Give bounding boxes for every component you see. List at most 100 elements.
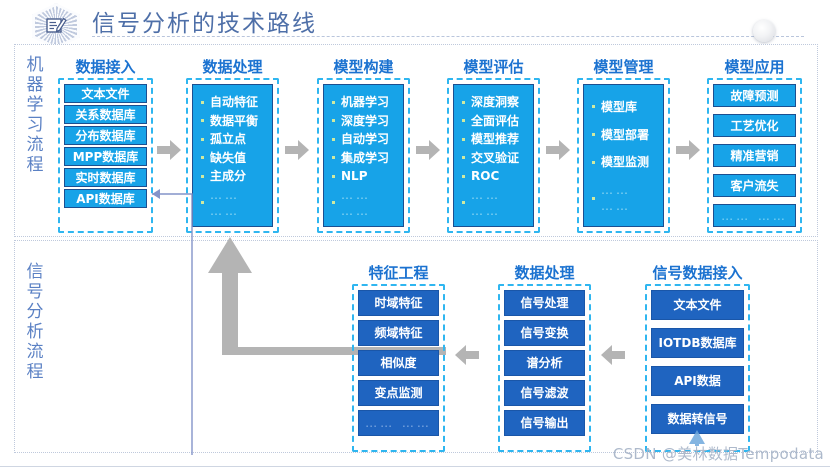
bullet-dot-icon	[592, 196, 595, 200]
bullet-dot-icon	[332, 201, 335, 205]
bullet-dot-icon	[462, 156, 465, 160]
bullet-dot-icon	[592, 133, 595, 137]
item-bullet[interactable]: 机器学习	[332, 94, 401, 110]
item-block[interactable]: 模型库 模型部署 模型监测 …… ……	[583, 84, 664, 227]
label-ml-ch-3: 习	[26, 115, 44, 135]
item-chip[interactable]: 数据转信号	[651, 404, 744, 434]
item-bullet[interactable]: 深度学习	[332, 113, 401, 129]
bullet-dot-icon	[462, 137, 465, 141]
item-bullet[interactable]: 模型部署	[592, 127, 661, 143]
item-chip[interactable]: …… ……	[713, 204, 796, 227]
item-chip[interactable]: API数据	[651, 366, 744, 396]
ml-flow-side-label: 机器学习流程	[20, 55, 50, 175]
item-bullet[interactable]: 模型监测	[592, 154, 661, 170]
label-sig-ch-1: 号	[26, 282, 44, 302]
item-chip[interactable]: 相似度	[358, 350, 439, 376]
item-bullet[interactable]: NLP	[332, 168, 401, 184]
bullet-dot-icon	[592, 105, 595, 109]
bullet-dot-icon	[201, 137, 204, 141]
item-bullet[interactable]: 数据平衡	[201, 113, 270, 129]
item-label: 模型库	[601, 99, 638, 114]
hexagon-badge	[32, 3, 80, 49]
item-chip[interactable]: 精准营销	[713, 144, 796, 167]
item-bullet[interactable]: 深度洞察	[462, 94, 531, 110]
item-block[interactable]: 自动特征 数据平衡 孤立点 缺失值 主成分 …… ……	[192, 84, 273, 227]
page-title: 信号分析的技术路线	[92, 11, 317, 37]
column-title: 特征工程	[368, 264, 429, 282]
item-chip[interactable]: 频域特征	[358, 320, 439, 346]
title-divider	[92, 36, 804, 37]
signal-input-arrow-up-icon	[688, 430, 706, 451]
bullet-dot-icon	[332, 119, 335, 123]
column-box: 模型库 模型部署 模型监测 …… ……	[577, 78, 670, 233]
item-bullet[interactable]: 模型库	[592, 99, 661, 115]
item-chip[interactable]: IOTDB数据库	[651, 328, 744, 358]
item-bullet[interactable]: 孤立点	[201, 131, 270, 147]
item-chip[interactable]: 客户流失	[713, 174, 796, 197]
watermark: CSDN @美林数据Tempodata	[612, 445, 824, 463]
item-chip[interactable]: 工艺优化	[713, 114, 796, 137]
item-label: …… ……	[471, 187, 501, 218]
column-box: 时域特征 频域特征 相似度 变点监测 …… ……	[352, 284, 445, 452]
item-chip[interactable]: 故障预测	[713, 84, 796, 107]
item-chip[interactable]: 时域特征	[358, 290, 439, 316]
item-label: …… ……	[601, 183, 631, 214]
item-bullet[interactable]: 自动学习	[332, 131, 401, 147]
item-chip[interactable]: 变点监测	[358, 380, 439, 406]
header: 信号分析的技术路线	[0, 0, 830, 49]
column-title: 数据处理	[202, 58, 263, 76]
item-label: 自动特征	[210, 95, 259, 110]
bullet-dot-icon	[332, 156, 335, 160]
item-bullet[interactable]: 全面评估	[462, 113, 531, 129]
item-bullet[interactable]: …… ……	[201, 187, 270, 219]
item-label: 全面评估	[471, 113, 520, 128]
signal-flow-side-label: 信号分析流程	[20, 262, 50, 382]
bullet-dot-icon	[201, 156, 204, 160]
item-chip[interactable]: 信号处理	[504, 290, 585, 316]
item-bullet[interactable]: 交叉验证	[462, 150, 531, 166]
item-bullet[interactable]: …… ……	[462, 187, 531, 219]
column-box: 故障预测 工艺优化 精准营销 客户流失 …… ……	[707, 78, 802, 233]
item-block[interactable]: 机器学习 深度学习 自动学习 集成学习 NLP …… ……	[323, 84, 404, 227]
item-bullet[interactable]: 模型推荐	[462, 131, 531, 147]
bullet-dot-icon	[201, 119, 204, 123]
item-bullet[interactable]: 自动特征	[201, 94, 270, 110]
arrow-left-icon	[455, 345, 479, 365]
item-bullet[interactable]: 主成分	[201, 168, 270, 184]
item-chip[interactable]: API数据库	[64, 189, 147, 208]
item-chip[interactable]: 谱分析	[504, 350, 585, 376]
item-chip[interactable]: …… ……	[358, 410, 439, 436]
label-ml-ch-0: 机	[26, 55, 44, 75]
item-chip[interactable]: 实时数据库	[64, 168, 147, 187]
item-bullet[interactable]: 缺失值	[201, 150, 270, 166]
label-sig-ch-0: 信	[26, 262, 44, 282]
bullet-dot-icon	[592, 160, 595, 164]
document-edit-icon	[39, 9, 73, 43]
item-chip[interactable]: 信号输出	[504, 410, 585, 436]
column-title: 信号数据接入	[652, 264, 743, 282]
item-chip[interactable]: MPP数据库	[64, 147, 147, 166]
bullet-dot-icon	[462, 201, 465, 205]
bullet-dot-icon	[201, 174, 204, 178]
item-bullet[interactable]: …… ……	[332, 187, 401, 219]
item-chip[interactable]: 文本文件	[64, 84, 147, 103]
item-chip[interactable]: 分布数据库	[64, 126, 147, 145]
item-label: …… ……	[341, 187, 371, 218]
item-label: 缺失值	[210, 150, 247, 165]
column-box: 信号处理 信号变换 谱分析 信号滤波 信号输出	[498, 284, 591, 452]
item-bullet[interactable]: 集成学习	[332, 150, 401, 166]
column-title: 模型评估	[463, 58, 524, 76]
item-chip[interactable]: 信号变换	[504, 320, 585, 346]
item-block[interactable]: 深度洞察 全面评估 模型推荐 交叉验证 ROC …… ……	[453, 84, 534, 227]
arrow-right-icon	[676, 140, 700, 160]
bullet-dot-icon	[332, 100, 335, 104]
item-bullet[interactable]: …… ……	[592, 182, 661, 214]
column-title: 模型构建	[333, 58, 394, 76]
item-chip[interactable]: 文本文件	[651, 290, 744, 320]
item-bullet[interactable]: ROC	[462, 168, 531, 184]
item-label: 集成学习	[341, 150, 390, 165]
item-chip[interactable]: 信号滤波	[504, 380, 585, 406]
bullet-dot-icon	[462, 119, 465, 123]
item-chip[interactable]: 关系数据库	[64, 105, 147, 124]
